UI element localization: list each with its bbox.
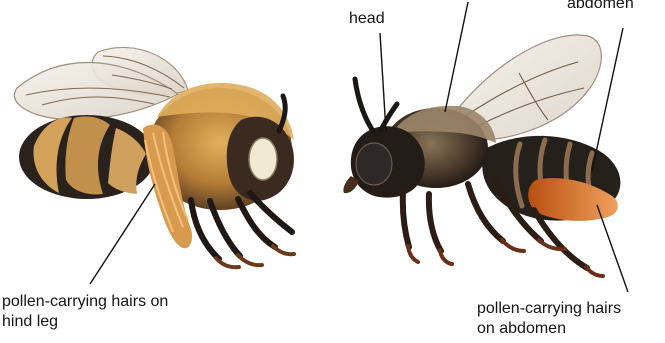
left-bee-eye	[249, 138, 277, 180]
leader-line-abdomen-hairs	[597, 205, 628, 292]
label-pollen-hairs-abdomen: pollen-carrying hairs on abdomen	[477, 299, 665, 339]
label-head: head	[349, 9, 385, 29]
label-pollen-hairs-hind-leg-line-1: pollen-carrying hairs on	[2, 292, 252, 312]
left-bee-feet	[216, 246, 294, 267]
right-bee	[343, 35, 620, 276]
leader-line-hind-leg	[90, 184, 155, 284]
label-pollen-hairs-hind-leg: pollen-carrying hairs on hind leg	[2, 292, 252, 332]
label-pollen-hairs-hind-leg-line-2: hind leg	[2, 312, 252, 332]
label-pollen-hairs-abdomen-line-1: pollen-carrying hairs	[477, 299, 665, 319]
right-bee-eye	[356, 143, 392, 185]
left-bee	[14, 47, 294, 267]
label-abdomen: abdomen	[567, 0, 634, 14]
leader-line-wing	[445, 2, 468, 112]
leader-line-head	[380, 33, 386, 132]
right-bee-antenna	[355, 79, 397, 131]
label-pollen-hairs-abdomen-line-2: on abdomen	[477, 319, 665, 339]
